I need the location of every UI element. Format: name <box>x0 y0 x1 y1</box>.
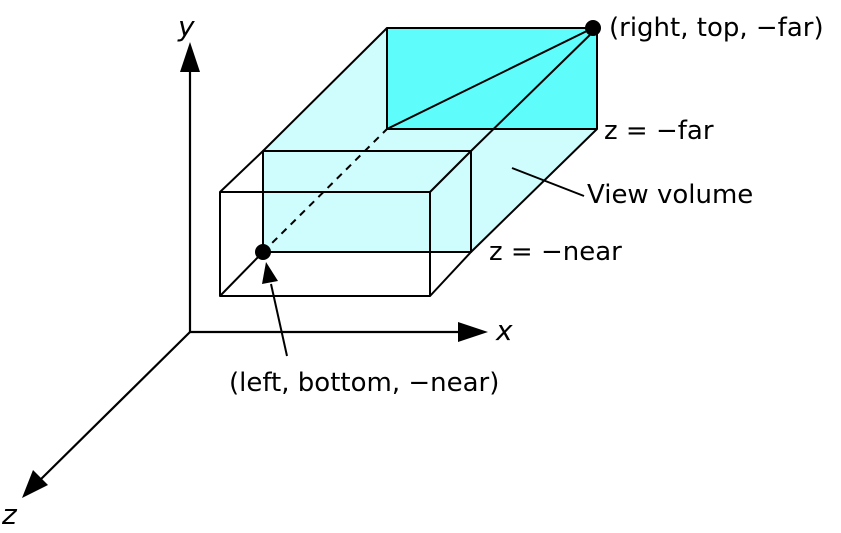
front-box-edge <box>219 150 264 193</box>
frustum-edge <box>262 27 388 152</box>
frustum-edge <box>470 27 598 152</box>
diagonal-solid <box>386 27 594 130</box>
view-volume-pointer <box>511 167 585 197</box>
z-axis-arrowhead <box>22 470 48 498</box>
far-corner-label: (right, top, −far) <box>609 13 824 43</box>
far-corner-dot <box>585 20 601 36</box>
near-corner-pointer-arrowhead <box>262 262 278 284</box>
frustum-edge <box>470 128 598 253</box>
far-plane-outline <box>386 27 598 130</box>
view-volume-edges <box>219 27 598 297</box>
near-plane-face <box>263 151 471 252</box>
near-plane-outline <box>262 150 472 253</box>
front-box-edge <box>429 251 472 297</box>
front-box-edge <box>429 150 472 193</box>
diagonal-dashed <box>262 128 388 253</box>
near-corner-pointer <box>270 283 288 357</box>
annotations: (right, top, −far) z = −far View volume … <box>229 13 824 398</box>
z-axis <box>35 331 191 485</box>
front-box-outline <box>219 191 431 297</box>
near-corner-dot <box>255 244 271 260</box>
near-plane-label: z = −near <box>489 237 622 267</box>
y-axis-label: y <box>177 10 195 43</box>
y-axis-arrowhead <box>180 42 200 72</box>
view-volume-fills <box>263 28 597 252</box>
x-axis-arrowhead <box>458 322 488 342</box>
far-plane-label: z = −far <box>604 116 714 146</box>
x-axis-label: x <box>495 314 513 347</box>
axes: y x z <box>1 10 513 531</box>
view-volume-label: View volume <box>587 180 753 210</box>
near-corner-label: (left, bottom, −near) <box>229 368 499 398</box>
z-axis-label: z <box>1 498 18 531</box>
front-box-edge <box>219 251 264 297</box>
